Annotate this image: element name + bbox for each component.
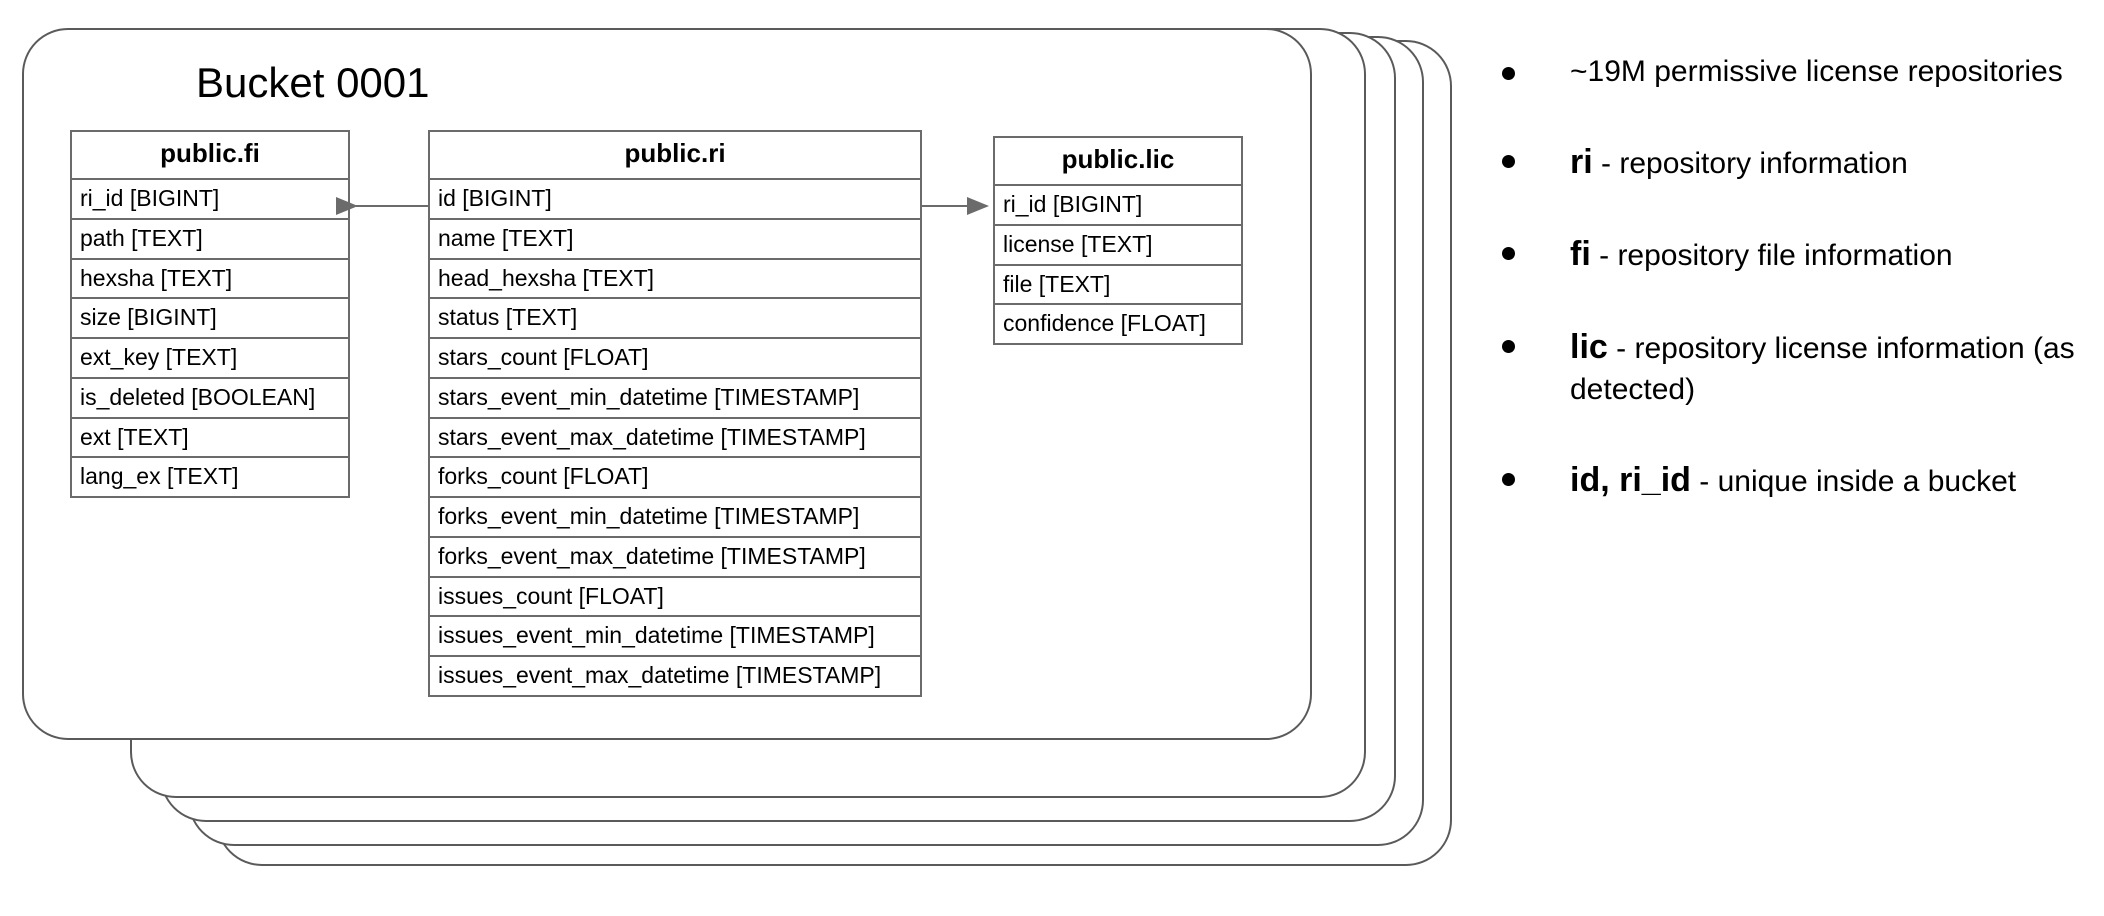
- bucket-title: Bucket 0001: [196, 59, 430, 106]
- list-item: ~19M permissive license repositories: [1478, 52, 2088, 92]
- column-row: id [BIGINT]: [430, 180, 920, 220]
- column-row: ri_id [BIGINT]: [72, 180, 348, 220]
- column-row: hexsha [TEXT]: [72, 260, 348, 300]
- list-item: lic - repository license information (as…: [1478, 325, 2088, 409]
- entity-table-lic: public.lic ri_id [BIGINT] license [TEXT]…: [993, 136, 1243, 345]
- column-row: forks_event_max_datetime [TIMESTAMP]: [430, 538, 920, 578]
- entity-table-lic-title: public.lic: [995, 138, 1241, 186]
- column-row: is_deleted [BOOLEAN]: [72, 379, 348, 419]
- notes-list: ~19M permissive license repositories ri …: [1478, 52, 2088, 551]
- column-row: confidence [FLOAT]: [1003, 310, 1206, 337]
- column-row: head_hexsha [TEXT]: [430, 260, 920, 300]
- bullet-dot-icon: [1502, 154, 1515, 168]
- list-item-term: lic: [1570, 328, 1608, 367]
- column-row: name [TEXT]: [430, 220, 920, 260]
- entity-table-lic-rows: ri_id [BIGINT] license [TEXT] file [TEXT…: [995, 186, 1241, 343]
- column-row: issues_event_min_datetime [TIMESTAMP]: [430, 617, 920, 657]
- column-row: ri_id [BIGINT]: [995, 186, 1241, 226]
- entity-table-fi-title: public.fi: [72, 132, 348, 180]
- bullet-dot-icon: [1502, 472, 1515, 486]
- bucket-stack: Bucket 0001 public.fi ri_id [BIGINT] pat…: [22, 28, 1452, 866]
- column-row: license [TEXT]: [995, 226, 1241, 266]
- list-item-text: - unique inside a bucket: [1690, 464, 2017, 498]
- column-row: lang_ex [TEXT]: [80, 463, 239, 490]
- list-item: ri - repository information: [1478, 140, 2088, 185]
- column-row: stars_event_min_datetime [TIMESTAMP]: [430, 379, 920, 419]
- column-row: forks_count [FLOAT]: [430, 458, 920, 498]
- entity-table-ri: public.ri id [BIGINT] name [TEXT] head_h…: [428, 130, 922, 697]
- list-item-text: ~19M permissive license repositories: [1570, 55, 2063, 88]
- bullet-dot-icon: [1502, 67, 1515, 80]
- list-item-text: - repository file information: [1590, 239, 1953, 273]
- column-row: forks_event_min_datetime [TIMESTAMP]: [430, 498, 920, 538]
- column-row: ext [TEXT]: [72, 419, 348, 459]
- list-item: fi - repository file information: [1478, 232, 2088, 277]
- column-row: issues_count [FLOAT]: [430, 578, 920, 618]
- bullet-dot-icon: [1502, 247, 1515, 261]
- column-row: file [TEXT]: [995, 266, 1241, 306]
- entity-table-fi-rows: ri_id [BIGINT] path [TEXT] hexsha [TEXT]…: [72, 180, 348, 496]
- list-item: id, ri_id - unique inside a bucket: [1478, 458, 2088, 503]
- list-item-text: - repository information: [1592, 146, 1908, 180]
- entity-table-ri-title: public.ri: [430, 132, 920, 180]
- column-row: stars_count [FLOAT]: [430, 339, 920, 379]
- column-row: stars_event_max_datetime [TIMESTAMP]: [430, 419, 920, 459]
- list-item-term: ri: [1570, 142, 1593, 181]
- column-row: ext_key [TEXT]: [72, 339, 348, 379]
- list-item-text: - repository license information (as det…: [1570, 332, 2075, 407]
- column-row: issues_event_max_datetime [TIMESTAMP]: [438, 662, 882, 688]
- entity-table-ri-rows: id [BIGINT] name [TEXT] head_hexsha [TEX…: [430, 180, 920, 695]
- column-row: status [TEXT]: [430, 299, 920, 339]
- entity-table-fi: public.fi ri_id [BIGINT] path [TEXT] hex…: [70, 130, 350, 498]
- column-row: path [TEXT]: [72, 220, 348, 260]
- list-item-term: fi: [1570, 235, 1591, 274]
- list-item-term: id, ri_id: [1570, 460, 1691, 499]
- column-row: size [BIGINT]: [72, 299, 348, 339]
- bullet-dot-icon: [1502, 340, 1515, 354]
